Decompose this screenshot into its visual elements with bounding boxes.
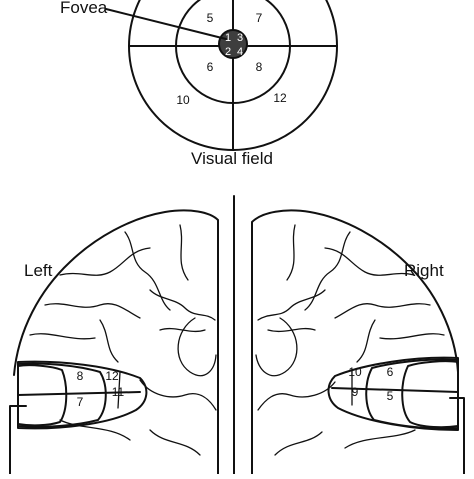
left-lobe-bulge (177, 317, 217, 377)
left-sulcus (124, 231, 171, 311)
field-number-8: 8 (256, 60, 263, 74)
left-cortex-number-4: 4 (38, 372, 45, 387)
left-cortex-outer-region (17, 360, 148, 430)
left-cortex-number-3: 3 (38, 403, 45, 418)
right-bracket (449, 397, 465, 475)
left-cortex-horizontal-meridian (17, 391, 141, 396)
visual-field-caption: Visual field (191, 149, 273, 168)
left-sulcus (179, 224, 189, 281)
left-hemisphere: 4 3 8 7 12 11 Left (9, 209, 219, 475)
left-cortex-inner-region (17, 364, 68, 427)
left-cortex-number-11: 11 (112, 385, 125, 399)
right-cortex-number-1: 1 (426, 401, 433, 416)
right-cortex-number-6: 6 (387, 365, 394, 379)
right-cortex-inner-region (401, 360, 459, 429)
right-sulcus (344, 429, 416, 449)
field-number-4: 4 (237, 46, 243, 58)
left-sulcus (149, 429, 201, 456)
left-sulcus (59, 247, 151, 276)
right-sulcus (304, 231, 351, 311)
field-number-5: 5 (207, 11, 214, 25)
right-sulcus (257, 381, 336, 411)
right-sulcus (324, 247, 415, 276)
left-bracket (9, 405, 27, 475)
left-brain-outline (13, 209, 219, 475)
field-number-3: 3 (237, 32, 243, 44)
right-brain-outline (251, 209, 459, 475)
left-sulcus (99, 319, 119, 363)
fovea-disc (218, 29, 248, 59)
left-cortex-middle-region (17, 362, 107, 428)
left-hemisphere-label: Left (24, 261, 53, 280)
field-number-1: 1 (225, 32, 231, 44)
right-sulcus (379, 333, 445, 340)
right-sulcus (334, 303, 431, 319)
right-sulcus (257, 289, 326, 321)
left-cortex-number-7: 7 (77, 395, 84, 409)
left-sulcus (59, 419, 131, 441)
fovea-label: Fovea (60, 0, 108, 17)
right-cortex-number-2: 2 (426, 370, 433, 385)
right-hemisphere-label: Right (404, 261, 444, 280)
right-cortex-middle-region (365, 358, 459, 430)
right-cortex-number-9: 9 (352, 385, 359, 399)
right-sulcus (356, 319, 376, 363)
visual-field-diagram: Fovea 1 3 2 4 5 7 6 8 10 12 Visual field (60, 0, 338, 168)
left-cortex-number-12: 12 (105, 369, 119, 383)
field-number-12: 12 (273, 91, 287, 105)
left-sulcus (149, 289, 216, 321)
left-cortex-number-8: 8 (77, 369, 84, 383)
right-sulcus (286, 224, 296, 281)
field-number-2: 2 (225, 46, 231, 58)
fovea-pointer-line (105, 8, 227, 40)
left-cortex-divider (117, 371, 121, 409)
right-hemisphere: 2 1 6 5 10 9 Right (251, 209, 465, 475)
left-sulcus (139, 379, 217, 411)
right-cortex-horizontal-meridian (331, 387, 459, 393)
field-number-10: 10 (176, 93, 190, 107)
right-sulcus (274, 431, 323, 456)
field-number-6: 6 (207, 60, 214, 74)
right-cortex-number-10: 10 (348, 365, 362, 379)
field-number-7: 7 (256, 11, 263, 25)
right-lobe-bulge (255, 317, 298, 377)
right-cortex-number-5: 5 (387, 389, 394, 403)
left-sulcus (44, 303, 141, 319)
left-sulcus (29, 333, 96, 340)
